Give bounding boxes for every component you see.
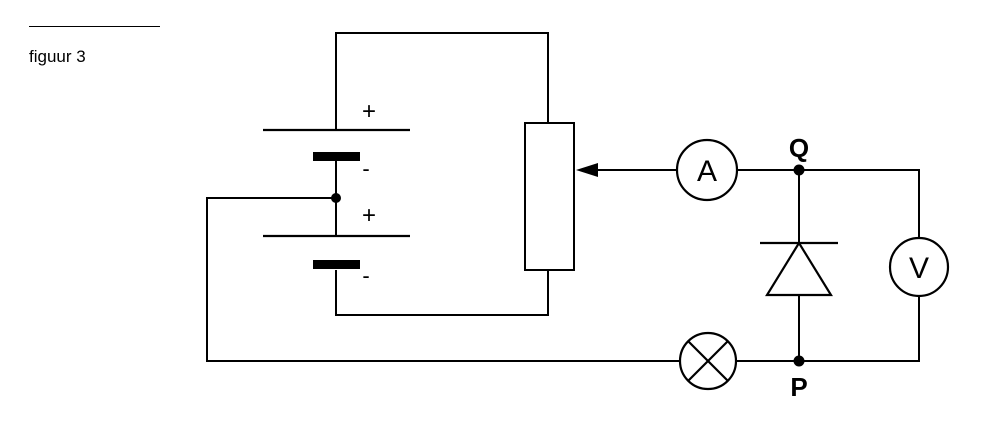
wire-q-to-voltmeter: [799, 169, 920, 238]
caption-rule: [29, 26, 160, 27]
wires: [206, 32, 920, 362]
wire-bottom-rheostat: [335, 270, 549, 316]
wire-left-loop: [206, 197, 680, 362]
junction-p: [793, 355, 805, 367]
wire-p-to-voltmeter: [799, 295, 920, 362]
minus-label-bottom: -: [362, 263, 369, 288]
wire-top-loop: [335, 32, 549, 130]
plus-label-bottom: +: [362, 202, 376, 229]
minus-label-top: -: [362, 156, 369, 181]
lamp-cross-2: [687, 340, 729, 382]
ammeter: A: [675, 138, 739, 202]
wiper-arrowhead: [576, 163, 598, 177]
rheostat-body: [524, 122, 575, 271]
diode-triangle: [765, 240, 833, 297]
rheostat: [524, 122, 598, 271]
voltmeter-circle: [888, 236, 950, 298]
junction-battery-middle: [331, 193, 341, 203]
node-p: P: [790, 355, 808, 402]
lamp: [678, 331, 738, 391]
figure-caption: figuur 3: [29, 47, 86, 66]
junction-q: [793, 164, 805, 176]
ammeter-circle: [675, 138, 739, 202]
voltmeter-label: V: [909, 252, 929, 285]
plus-label-top: +: [362, 98, 376, 125]
battery-bottom-plate-short: [313, 260, 360, 269]
ammeter-label: A: [697, 155, 717, 188]
node-p-label: P: [790, 372, 807, 402]
diode: [760, 240, 838, 297]
battery-top-plate-short: [313, 152, 360, 161]
battery: + - + -: [263, 98, 410, 288]
node-q: Q: [789, 133, 809, 176]
voltmeter: V: [888, 236, 950, 298]
node-q-label: Q: [789, 133, 809, 163]
